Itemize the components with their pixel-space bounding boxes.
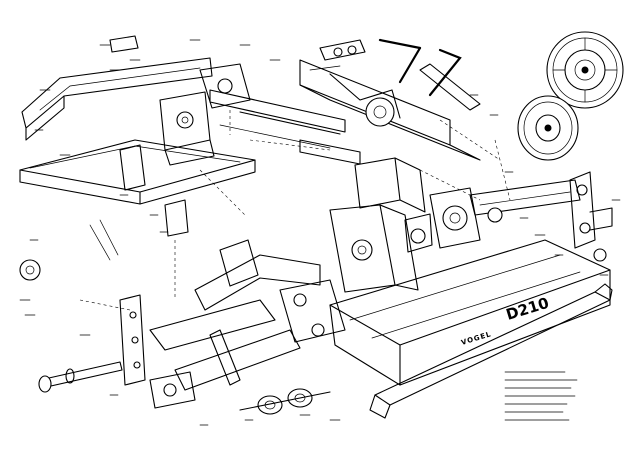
part-number-callouts xyxy=(19,39,621,426)
hitch-rollers xyxy=(239,388,331,415)
top-link-arms xyxy=(309,38,481,111)
lower-pivot-shaft xyxy=(38,294,196,409)
brand-label: VOGEL xyxy=(460,330,492,347)
model-label: D210 xyxy=(504,294,551,324)
gearbox xyxy=(354,157,481,253)
pulley-medium xyxy=(517,95,579,161)
bearing-plate-right xyxy=(569,171,613,262)
parts-legend-block xyxy=(504,371,578,421)
drive-tube-right xyxy=(469,179,581,223)
skid-runner xyxy=(369,283,613,419)
three-point-frame xyxy=(149,239,346,391)
assembly-leader-lines xyxy=(79,119,511,311)
side-mount-bracket xyxy=(329,204,419,293)
pulley-large xyxy=(546,31,624,109)
mulcher-housing xyxy=(329,239,611,386)
upper-hinge-bracket xyxy=(159,63,251,166)
pto-beam-upper xyxy=(299,59,481,161)
small-parts-left xyxy=(19,35,231,300)
rotor-shaft-upper xyxy=(209,89,361,165)
main-frame-tube xyxy=(19,57,256,205)
